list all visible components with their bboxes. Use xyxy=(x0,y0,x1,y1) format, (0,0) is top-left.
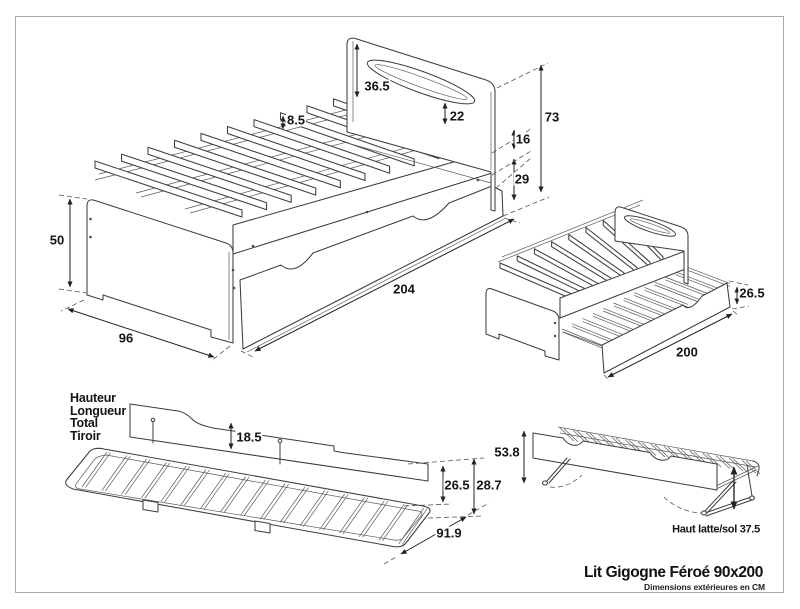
slat-floor-note: Haut latte/sol 37.5 xyxy=(672,523,760,536)
dim-open-drawer-height: 26.5 xyxy=(738,285,766,301)
legend-tiroir: Tiroir xyxy=(70,428,101,443)
dim-length: 204 xyxy=(392,281,416,297)
dim-raised-height: 53.8 xyxy=(493,444,521,460)
legend-total: Total xyxy=(70,416,98,430)
dim-width: 96 xyxy=(117,330,135,346)
dim-slat-above-rail: 8.5 xyxy=(285,112,307,128)
dim-total-height: 73 xyxy=(543,109,561,125)
legend-longueur: Longueur xyxy=(70,403,127,418)
view-trundle-raised xyxy=(521,426,761,517)
drawing-title: Lit Gigogne Féroé 90x200 xyxy=(583,564,763,581)
legend-block: Hauteur Longueur Total Tiroir xyxy=(70,392,126,442)
dim-trundle-total-height: 28.7 xyxy=(475,477,503,493)
dim-trundle-base-height: 26.5 xyxy=(443,477,471,493)
view-trundle-flat xyxy=(65,403,490,565)
dim-footboard-height: 50 xyxy=(48,232,66,248)
legend-hauteur: Hauteur xyxy=(70,391,116,405)
drawing-subtitle: Dimensions extérieures en CM xyxy=(644,582,765,592)
dim-drawer-front-height: 29 xyxy=(513,171,531,187)
dim-rail-height: 16 xyxy=(514,131,532,147)
dim-open-drawer-length: 200 xyxy=(675,344,699,360)
dim-handle-to-slats: 22 xyxy=(448,108,466,124)
dim-trundle-extension: 91.9 xyxy=(435,525,463,541)
dim-back-above-base: 18.5 xyxy=(235,429,263,445)
dim-headboard-above-slats: 36.5 xyxy=(363,78,391,94)
view-bed-open xyxy=(485,199,750,382)
view-bed-closed xyxy=(58,37,550,362)
